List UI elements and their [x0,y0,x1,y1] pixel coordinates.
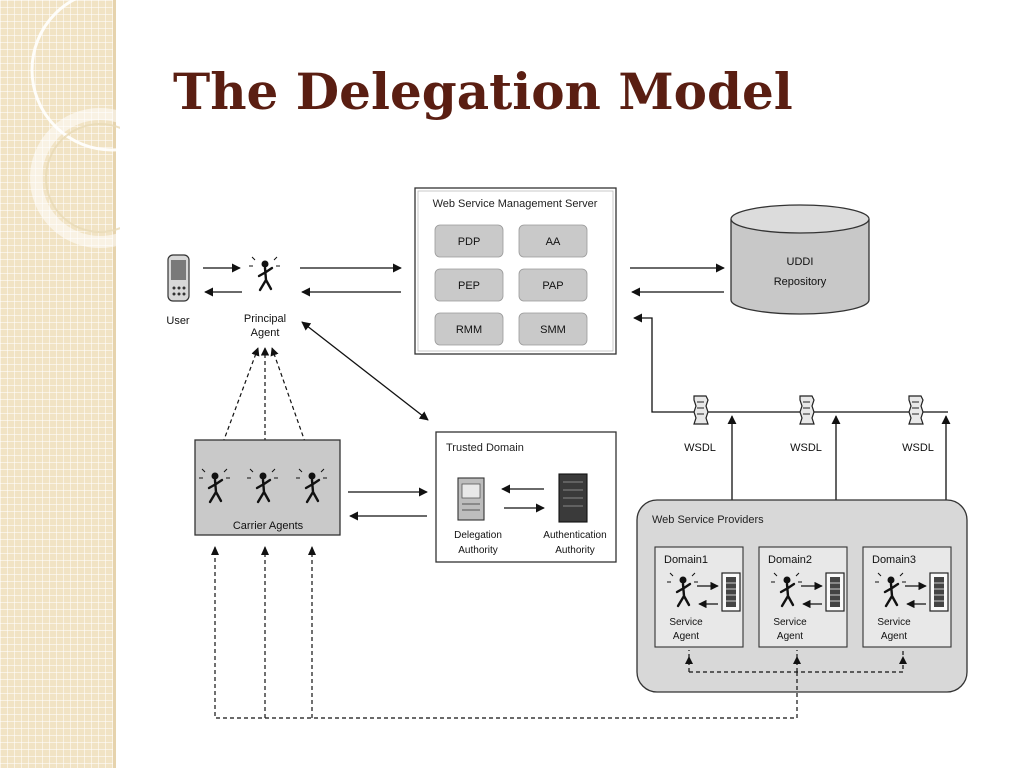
user-label: User [166,315,190,327]
service-agent-1-label-2: Agent [673,631,699,642]
principal-agent-label-1: Principal [244,313,286,325]
service-agent-3-label-2: Agent [881,631,907,642]
dashed-return-arrowheads [211,546,316,555]
wsms-module-smm: SMM [540,324,566,336]
delegation-authority-server-icon [457,477,485,521]
trusted-domain-title: Trusted Domain [446,442,524,454]
service-agent-3-label-1: Service [877,617,911,628]
wsms-module-aa: AA [546,236,561,248]
authentication-authority-server-icon [558,473,588,523]
providers-title: Web Service Providers [652,514,764,526]
uddi-label-1: UDDI [787,256,814,268]
uddi-repository-icon [730,204,870,315]
wsms-module-pep: PEP [458,280,480,292]
domain-boxes [654,546,952,648]
authentication-label-1: Authentication [543,530,606,541]
wsms-module-rmm: RMM [456,324,482,336]
carrier-agents-label: Carrier Agents [233,520,304,532]
wsms-module-pap: PAP [542,280,563,292]
service-server-icon-2 [825,572,845,612]
decorative-circles [30,0,120,248]
wsdl-label-3: WSDL [902,442,934,454]
service-server-icon-3 [929,572,949,612]
service-agent-2-label-2: Agent [777,631,803,642]
wsms-title: Web Service Management Server [433,198,598,210]
domain1-label: Domain1 [664,554,708,566]
uddi-label-2: Repository [774,276,827,288]
dashed-arrow-carrier-3 [270,347,312,457]
wsdl-label-1: WSDL [684,442,716,454]
delegation-label-1: Delegation [454,530,502,541]
arrow-principal-trusted-domain [301,321,429,421]
principal-agent-icon [247,255,282,292]
wsms-modules [434,224,588,346]
domain2-label: Domain2 [768,554,812,566]
wsdl-icon-3 [908,395,924,425]
dashed-link-arrowheads [685,656,907,664]
wsdl-bus-to-wsms [633,313,948,413]
wsdl-icon-2 [799,395,815,425]
wsdl-label-2: WSDL [790,442,822,454]
delegation-label-2: Authority [458,545,497,556]
slide-title: The Delegation Model [173,62,793,121]
service-agent-1-label-1: Service [669,617,703,628]
user-device-icon [167,254,190,302]
wsdl-icon-1 [693,395,709,425]
service-agent-2-label-1: Service [773,617,807,628]
principal-agent-label-2: Agent [251,327,280,339]
dashed-return-path [214,547,798,719]
sidebar-edge [113,0,116,768]
carrier-agents-box [194,439,341,536]
service-server-icon-1 [721,572,741,612]
dashed-arrow-carrier-1 [216,347,260,457]
wsms-module-pdp: PDP [458,236,481,248]
authentication-label-2: Authority [555,545,594,556]
domain3-label: Domain3 [872,554,916,566]
